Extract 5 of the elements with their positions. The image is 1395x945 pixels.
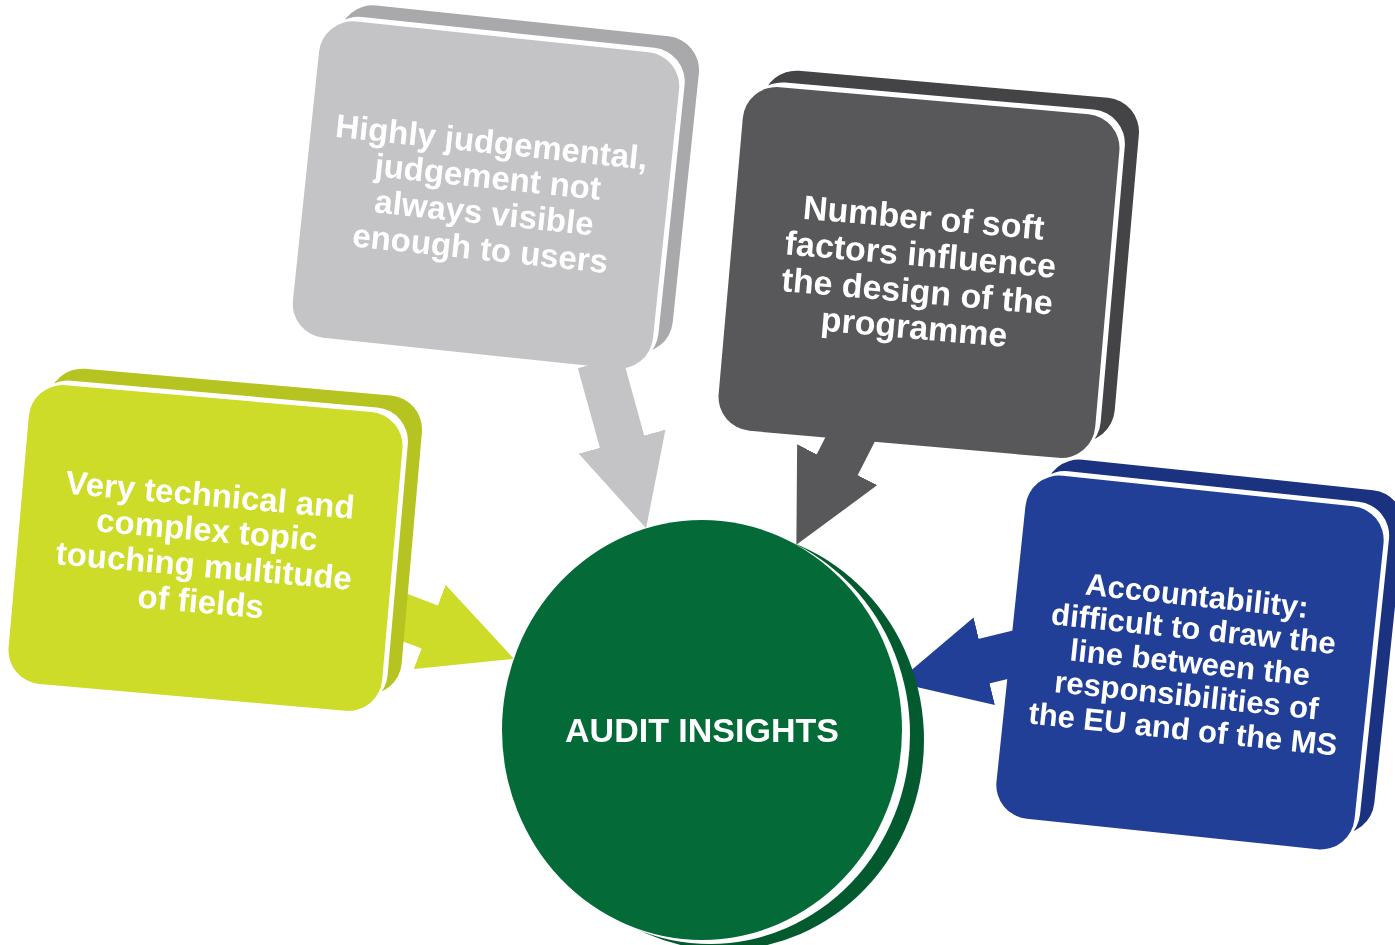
box-text: AUDIT INSIGHTS: [565, 711, 839, 749]
box-text: Very technical and complex topic touching multitude of fields: [53, 462, 358, 627]
box-text: Accountability: difficult to draw the line between the responsibilities of the EU and of the MS: [1026, 565, 1340, 762]
box-text: Highly judgemental, judgement not always visible enough to users: [332, 107, 650, 282]
box-text: Number of soft factors influence the design of the programme: [779, 186, 1059, 357]
